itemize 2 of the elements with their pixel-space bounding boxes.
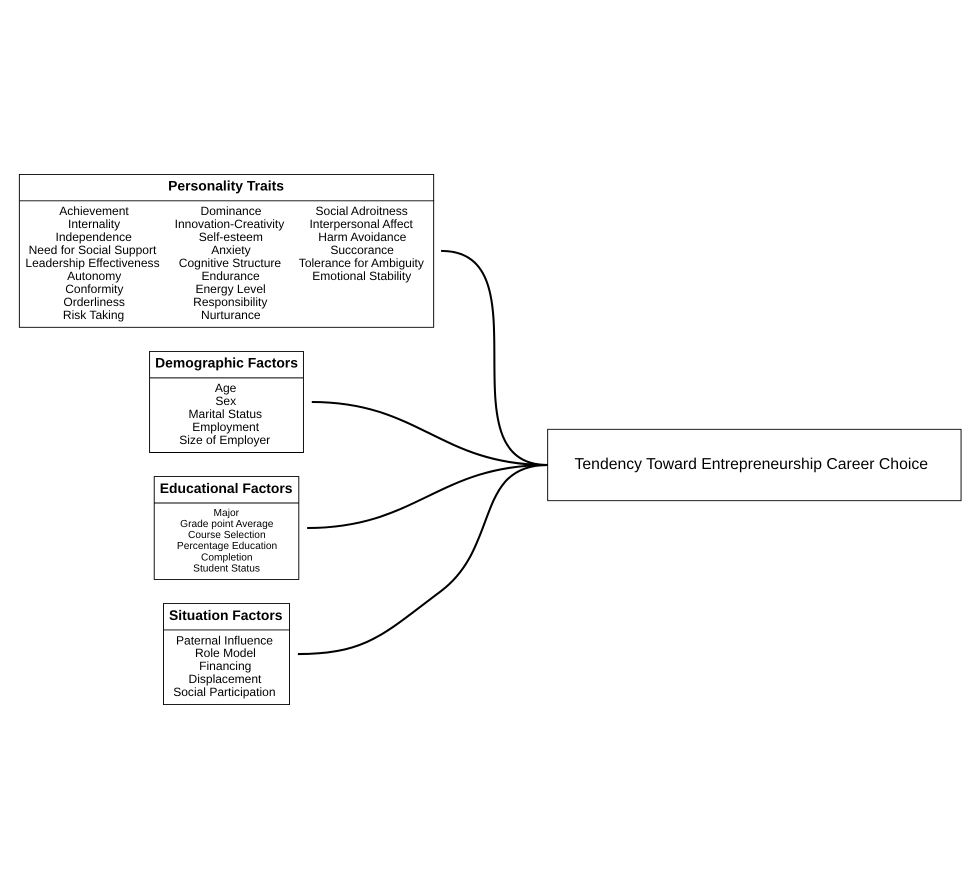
- connector: [298, 464, 548, 656]
- node-box: Tendency Toward Entrepreneurship Career Choice: [547, 428, 962, 502]
